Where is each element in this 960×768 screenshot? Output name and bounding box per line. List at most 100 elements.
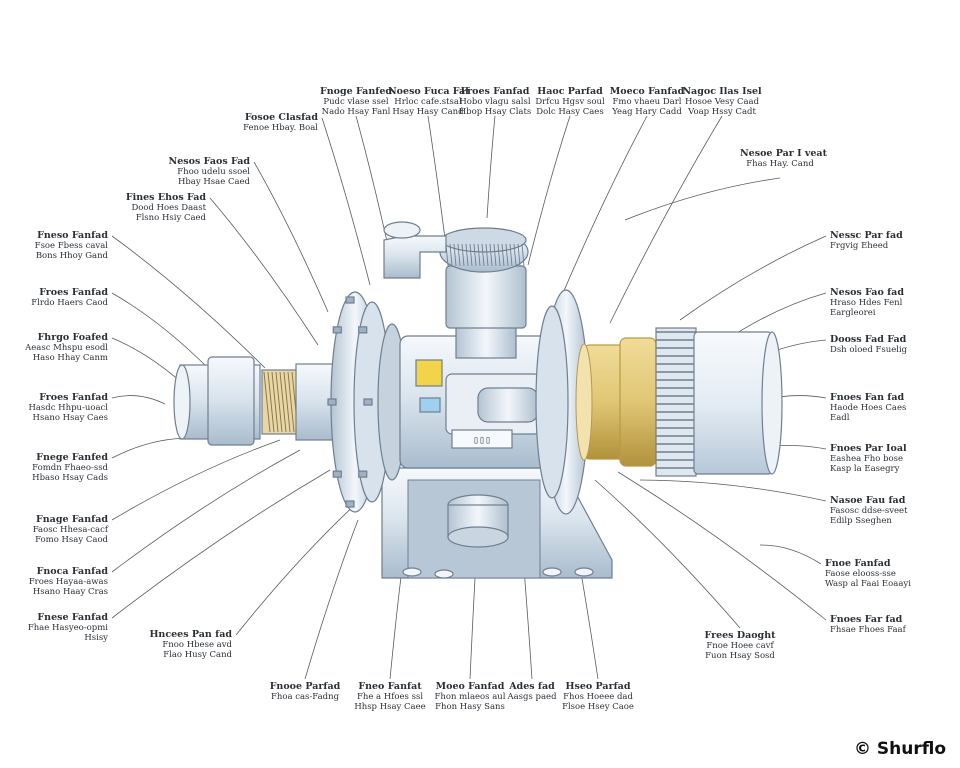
leader-line	[624, 177, 781, 221]
callout-30-title: Fnoes Par Ioal	[830, 443, 907, 454]
callout-3-line: Hobo vlagu salsl	[459, 97, 531, 107]
leader-line	[111, 437, 191, 459]
callout-18-title: Hncees Pan fad	[149, 629, 232, 640]
leader-line	[111, 292, 209, 369]
callout-10-title: Fneso Fanfad	[37, 230, 108, 241]
flange-bolt	[345, 296, 355, 304]
leader-line	[679, 235, 827, 321]
cap-knurl	[453, 243, 457, 267]
callout-32-line: Wasp al Faai Eoaayi	[825, 579, 911, 589]
cap-knurl	[509, 243, 513, 267]
leader-line	[304, 519, 359, 680]
callout-33-line: Fhsae Fhoes Faaf	[830, 625, 906, 635]
callout-31-line: Edilp Sseghen	[830, 516, 892, 526]
leader-line	[209, 197, 319, 346]
leader-line	[235, 499, 361, 636]
callout-17-line: Hsisy	[84, 633, 108, 643]
base-boss-bottom	[447, 526, 509, 548]
thread-groove	[279, 371, 287, 433]
callout-31-title: Nasoe Fau fad	[830, 495, 906, 506]
callout-10-line: Fsoe Fbess caval	[34, 241, 108, 251]
motor-body	[693, 331, 773, 475]
thread-groove	[275, 371, 283, 433]
mount-hole	[574, 567, 594, 577]
callout-9-line: Dood Hoes Daast	[131, 203, 206, 213]
nameplate-mark: ▯▯▯	[473, 435, 491, 446]
thread-groove	[271, 371, 279, 433]
leader-line	[253, 161, 329, 313]
mount-hole	[542, 567, 562, 577]
flange-bolt	[345, 500, 355, 508]
callout-1-line: Pudc vlase ssel	[323, 97, 389, 107]
callout-21-line: Fhon Hasy Sans	[435, 702, 505, 712]
cap-knurl	[469, 243, 473, 267]
callout-21-title: Moeo Fanfad	[435, 681, 505, 692]
callout-24-line: Fnoe Hoee cavf	[706, 641, 774, 651]
cap-knurl	[485, 243, 489, 267]
mount-hole	[402, 567, 422, 577]
thread-groove	[283, 371, 291, 433]
flange-bolt	[358, 326, 368, 334]
callout-13-title: Froes Fanfad	[39, 392, 108, 403]
callout-10-line: Bons Hhoy Gand	[35, 251, 108, 261]
callout-23-line: Fhos Hoeee dad	[563, 692, 633, 702]
callout-22-line: Aasgs paed	[507, 692, 557, 702]
callout-5-line: Fmo vhaeu Darl	[612, 97, 682, 107]
callout-6-line: Hosoe Vesy Caad	[684, 97, 760, 107]
callout-15-line: Fomo Hsay Caod	[35, 535, 108, 545]
callout-12-line: Aeasc Mhspu esodl	[25, 343, 108, 353]
callout-25-line: Fhas Hay. Cand	[746, 159, 814, 169]
callout-20-line: Fhe a Hfoes ssl	[356, 692, 424, 702]
cap-knurl	[473, 243, 477, 267]
callout-8-line: Hbay Hsae Caed	[177, 177, 250, 187]
callout-24-title: Frees Daoght	[704, 630, 776, 641]
copyright-credit: © Shurflo	[853, 739, 946, 759]
cap-knurl	[465, 243, 469, 267]
callout-2-line: Hsay Hasy Cand	[392, 107, 464, 117]
callout-17-line: Fhae Hasyeo-opmi	[27, 623, 108, 633]
callout-18-line: Flao Husy Cand	[163, 650, 232, 660]
thread-groove	[267, 371, 275, 433]
callout-20-line: Hhsp Hsay Caee	[354, 702, 426, 712]
callout-3-title: Froes Fanfad	[460, 86, 530, 97]
blue-sensor	[419, 397, 441, 413]
cap-knurl	[501, 243, 505, 267]
callout-17-title: Fnese Fanfad	[37, 612, 108, 623]
leader-line	[486, 115, 496, 219]
callout-3-line: Hbop Hsay Clats	[458, 107, 532, 117]
callout-12-line: Haso Hhay Canm	[32, 353, 108, 363]
flange-bolt	[332, 326, 342, 334]
leader-line	[559, 115, 648, 301]
callout-6-line: Voap Hssy Cadt	[688, 107, 756, 117]
flange-bolt	[332, 470, 342, 478]
motor-endcap	[761, 331, 783, 475]
leader-line	[759, 544, 822, 565]
callout-4-line: Dolc Hasy Caes	[536, 107, 604, 117]
cap-knurl	[497, 243, 501, 267]
callout-15-line: Faosc Hhesa-cacf	[32, 525, 108, 535]
yellow-switch	[415, 359, 443, 387]
inlet-mouth	[173, 364, 191, 440]
callout-8-line: Fhoo udelu ssoel	[177, 167, 250, 177]
callout-32-line: Faose elooss-sse	[825, 569, 896, 579]
callout-20-title: Fneo Fanfat	[358, 681, 422, 692]
thread-groove	[263, 371, 271, 433]
elbow-fitting	[383, 235, 447, 279]
